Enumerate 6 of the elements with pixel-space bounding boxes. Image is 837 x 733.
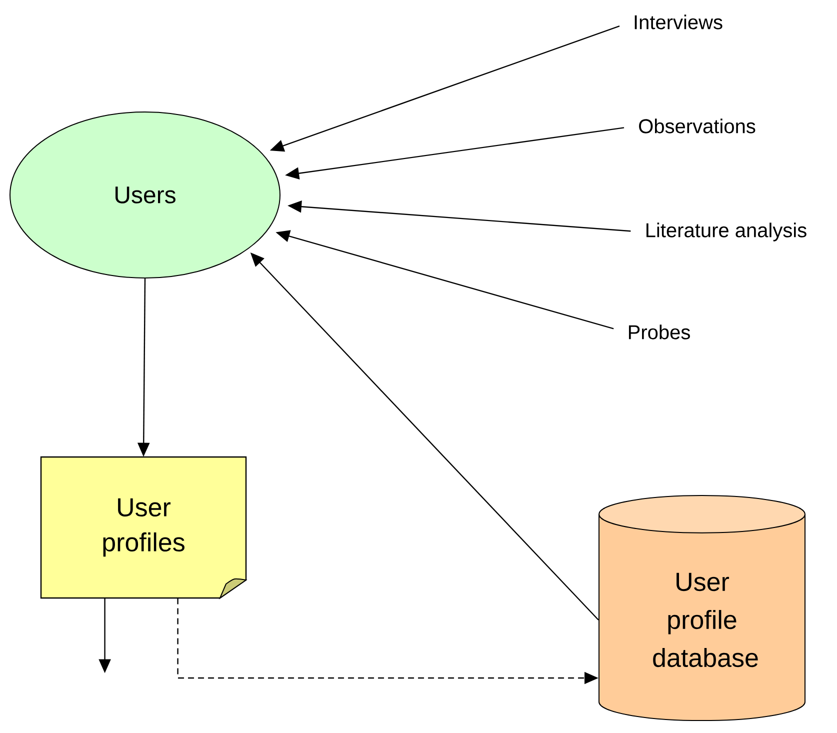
database-cylinder: User profile database: [598, 495, 806, 722]
source-label: Interviews: [634, 14, 722, 30]
note-box: User profiles: [40, 456, 247, 599]
source-label: Probes: [628, 324, 690, 340]
source-label: Literature analysis: [646, 222, 806, 242]
source-label: Observations: [639, 118, 756, 134]
